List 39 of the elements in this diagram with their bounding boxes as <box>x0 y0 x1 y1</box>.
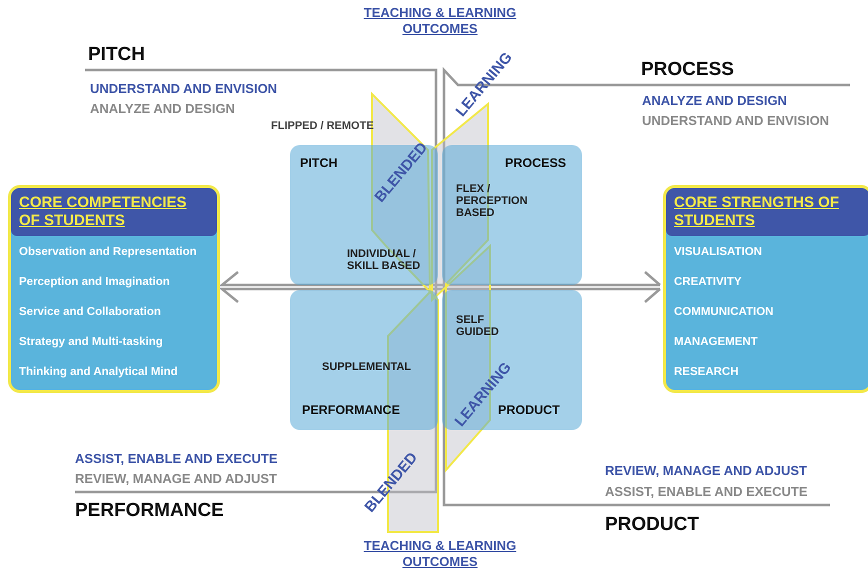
outcome-heading: TEACHING & LEARNING OUTCOMES <box>362 538 518 570</box>
phase-text: REVIEW, MANAGE AND ADJUST <box>605 463 807 478</box>
axis-title: PITCH <box>88 44 145 66</box>
band-label: INDIVIDUAL / SKILL BASED <box>347 248 422 272</box>
list-card <box>8 185 220 393</box>
band-label: FLEX / PERCEPTION BASED <box>456 183 529 219</box>
quadrant-panel <box>442 290 582 430</box>
list-item: VISUALISATION <box>674 245 763 260</box>
phase-text: ASSIST, ENABLE AND EXECUTE <box>605 484 808 499</box>
quadrant-title: PROCESS <box>505 156 566 170</box>
band-label: SELF GUIDED <box>456 314 500 338</box>
axis-title: PERFORMANCE <box>75 500 224 522</box>
list-item: Observation and Representation <box>19 245 198 260</box>
list-item: CREATIVITY <box>674 275 743 290</box>
quadrant-panel <box>290 290 438 430</box>
phase-text: ASSIST, ENABLE AND EXECUTE <box>75 451 278 466</box>
phase-text: ANALYZE AND DESIGN <box>642 93 787 108</box>
list-item: Thinking and Analytical Mind <box>19 365 179 380</box>
phase-text: UNDERSTAND AND ENVISION <box>642 113 830 128</box>
phase-text: UNDERSTAND AND ENVISION <box>90 81 278 96</box>
outcome-heading: TEACHING & LEARNING OUTCOMES <box>362 5 518 37</box>
list-item: RESEARCH <box>674 365 740 380</box>
quadrant-title: PITCH <box>300 156 338 170</box>
quadrant-panel <box>442 145 582 285</box>
phase-text: REVIEW, MANAGE AND ADJUST <box>75 471 277 486</box>
list-item: Service and Collaboration <box>19 305 162 320</box>
card-heading: CORE STRENGTHS OF STUDENTS <box>666 188 868 236</box>
axis-title: PROCESS <box>641 59 734 81</box>
quadrant-panel <box>290 145 438 285</box>
list-item: MANAGEMENT <box>674 335 759 350</box>
list-card <box>663 185 868 393</box>
band-label: SUPPLEMENTAL <box>322 361 412 373</box>
phase-text: ANALYZE AND DESIGN <box>90 101 235 116</box>
axis-title: PRODUCT <box>605 514 699 536</box>
list-item: Strategy and Multi-tasking <box>19 335 164 350</box>
list-item: COMMUNICATION <box>674 305 774 320</box>
card-heading: CORE COMPETENCIES OF STUDENTS <box>11 188 217 236</box>
list-item: Perception and Imagination <box>19 275 171 290</box>
quadrant-title: PERFORMANCE <box>302 403 400 417</box>
